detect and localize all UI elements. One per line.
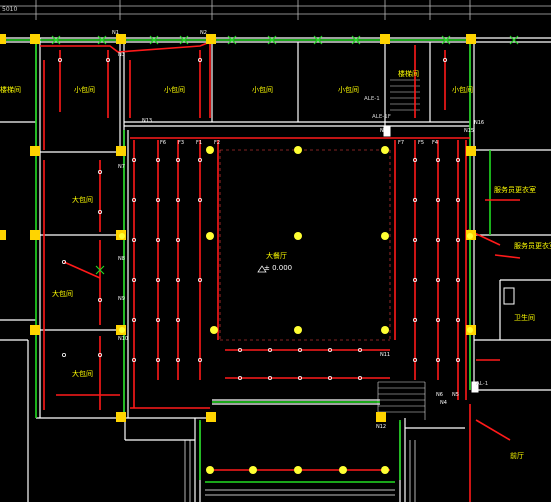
circuit-tag: F7	[398, 140, 404, 146]
elevation-marker: ± 0.000	[257, 264, 292, 273]
room-label: 小包间	[338, 85, 359, 94]
switch-symbols	[51, 35, 519, 275]
circuit-tag: N6	[436, 392, 443, 398]
room-label: 小包间	[452, 85, 473, 94]
circuit-tags: N1 N2 N3 N4 N5 N6 N7 N8 N9 N10 N11 N12 N…	[112, 30, 484, 430]
circuit-tag: F1	[196, 140, 202, 146]
circuit-tag: N11	[380, 352, 390, 358]
room-label: 服务员更衣室	[494, 185, 536, 194]
circuit-tag: N16	[474, 120, 484, 126]
room-label: 服务员更衣室	[514, 241, 551, 250]
room-label: 大包间	[72, 369, 93, 378]
circuit-tag: N2	[200, 30, 207, 36]
circuit-tag: F6	[160, 140, 166, 146]
room-label: 小包间	[164, 85, 185, 94]
panel-label: ALE-1	[364, 96, 380, 102]
room-labels: 小包间 小包间 小包间 小包间 小包间 大包间 大包间 大包间 大餐厅 楼梯间 …	[0, 69, 551, 460]
downlights	[58, 58, 460, 380]
panel-label: ALE-1F	[372, 114, 391, 120]
entrance-steps	[184, 440, 416, 502]
circuit-tag: F3	[178, 140, 184, 146]
room-label: 小包间	[252, 85, 273, 94]
distribution-panels	[383, 125, 515, 393]
circuit-tag: N5	[452, 392, 459, 398]
room-label: 前厅	[510, 451, 524, 460]
panel-label: AL-1	[476, 381, 488, 387]
circuit-tag: N9	[118, 296, 125, 302]
circuit-tag: N4	[440, 400, 447, 406]
room-label: 大餐厅	[266, 251, 287, 260]
elevation-label: ± 0.000	[264, 264, 292, 272]
circuit-tag: F5	[418, 140, 424, 146]
room-label: 大包间	[72, 195, 93, 204]
room-label: 卫生间	[514, 313, 535, 322]
circuit-tag: N13	[142, 118, 152, 124]
circuit-tag: N10	[118, 336, 128, 342]
circuit-tag: N12	[376, 424, 386, 430]
circuit-tag: N15	[464, 128, 474, 134]
circuit-tag: F2	[214, 140, 220, 146]
room-label: 楼梯间	[0, 85, 21, 94]
ceiling-grid	[219, 149, 391, 341]
circuit-tag: F4	[432, 140, 438, 146]
room-label: 小包间	[74, 85, 95, 94]
dimension-strip	[0, 0, 551, 20]
circuit-tag: N14	[380, 128, 390, 134]
room-label: 大包间	[52, 289, 73, 298]
circuit-tag: N7	[118, 164, 125, 170]
dimension-text: 5010	[2, 6, 17, 13]
ceiling-lamps	[119, 146, 473, 474]
room-label: 楼梯间	[398, 69, 419, 78]
circuit-tag: N3	[118, 52, 125, 58]
circuit-tag: N1	[112, 30, 119, 36]
circuit-tag: N8	[118, 256, 125, 262]
red-wiring	[40, 35, 521, 502]
